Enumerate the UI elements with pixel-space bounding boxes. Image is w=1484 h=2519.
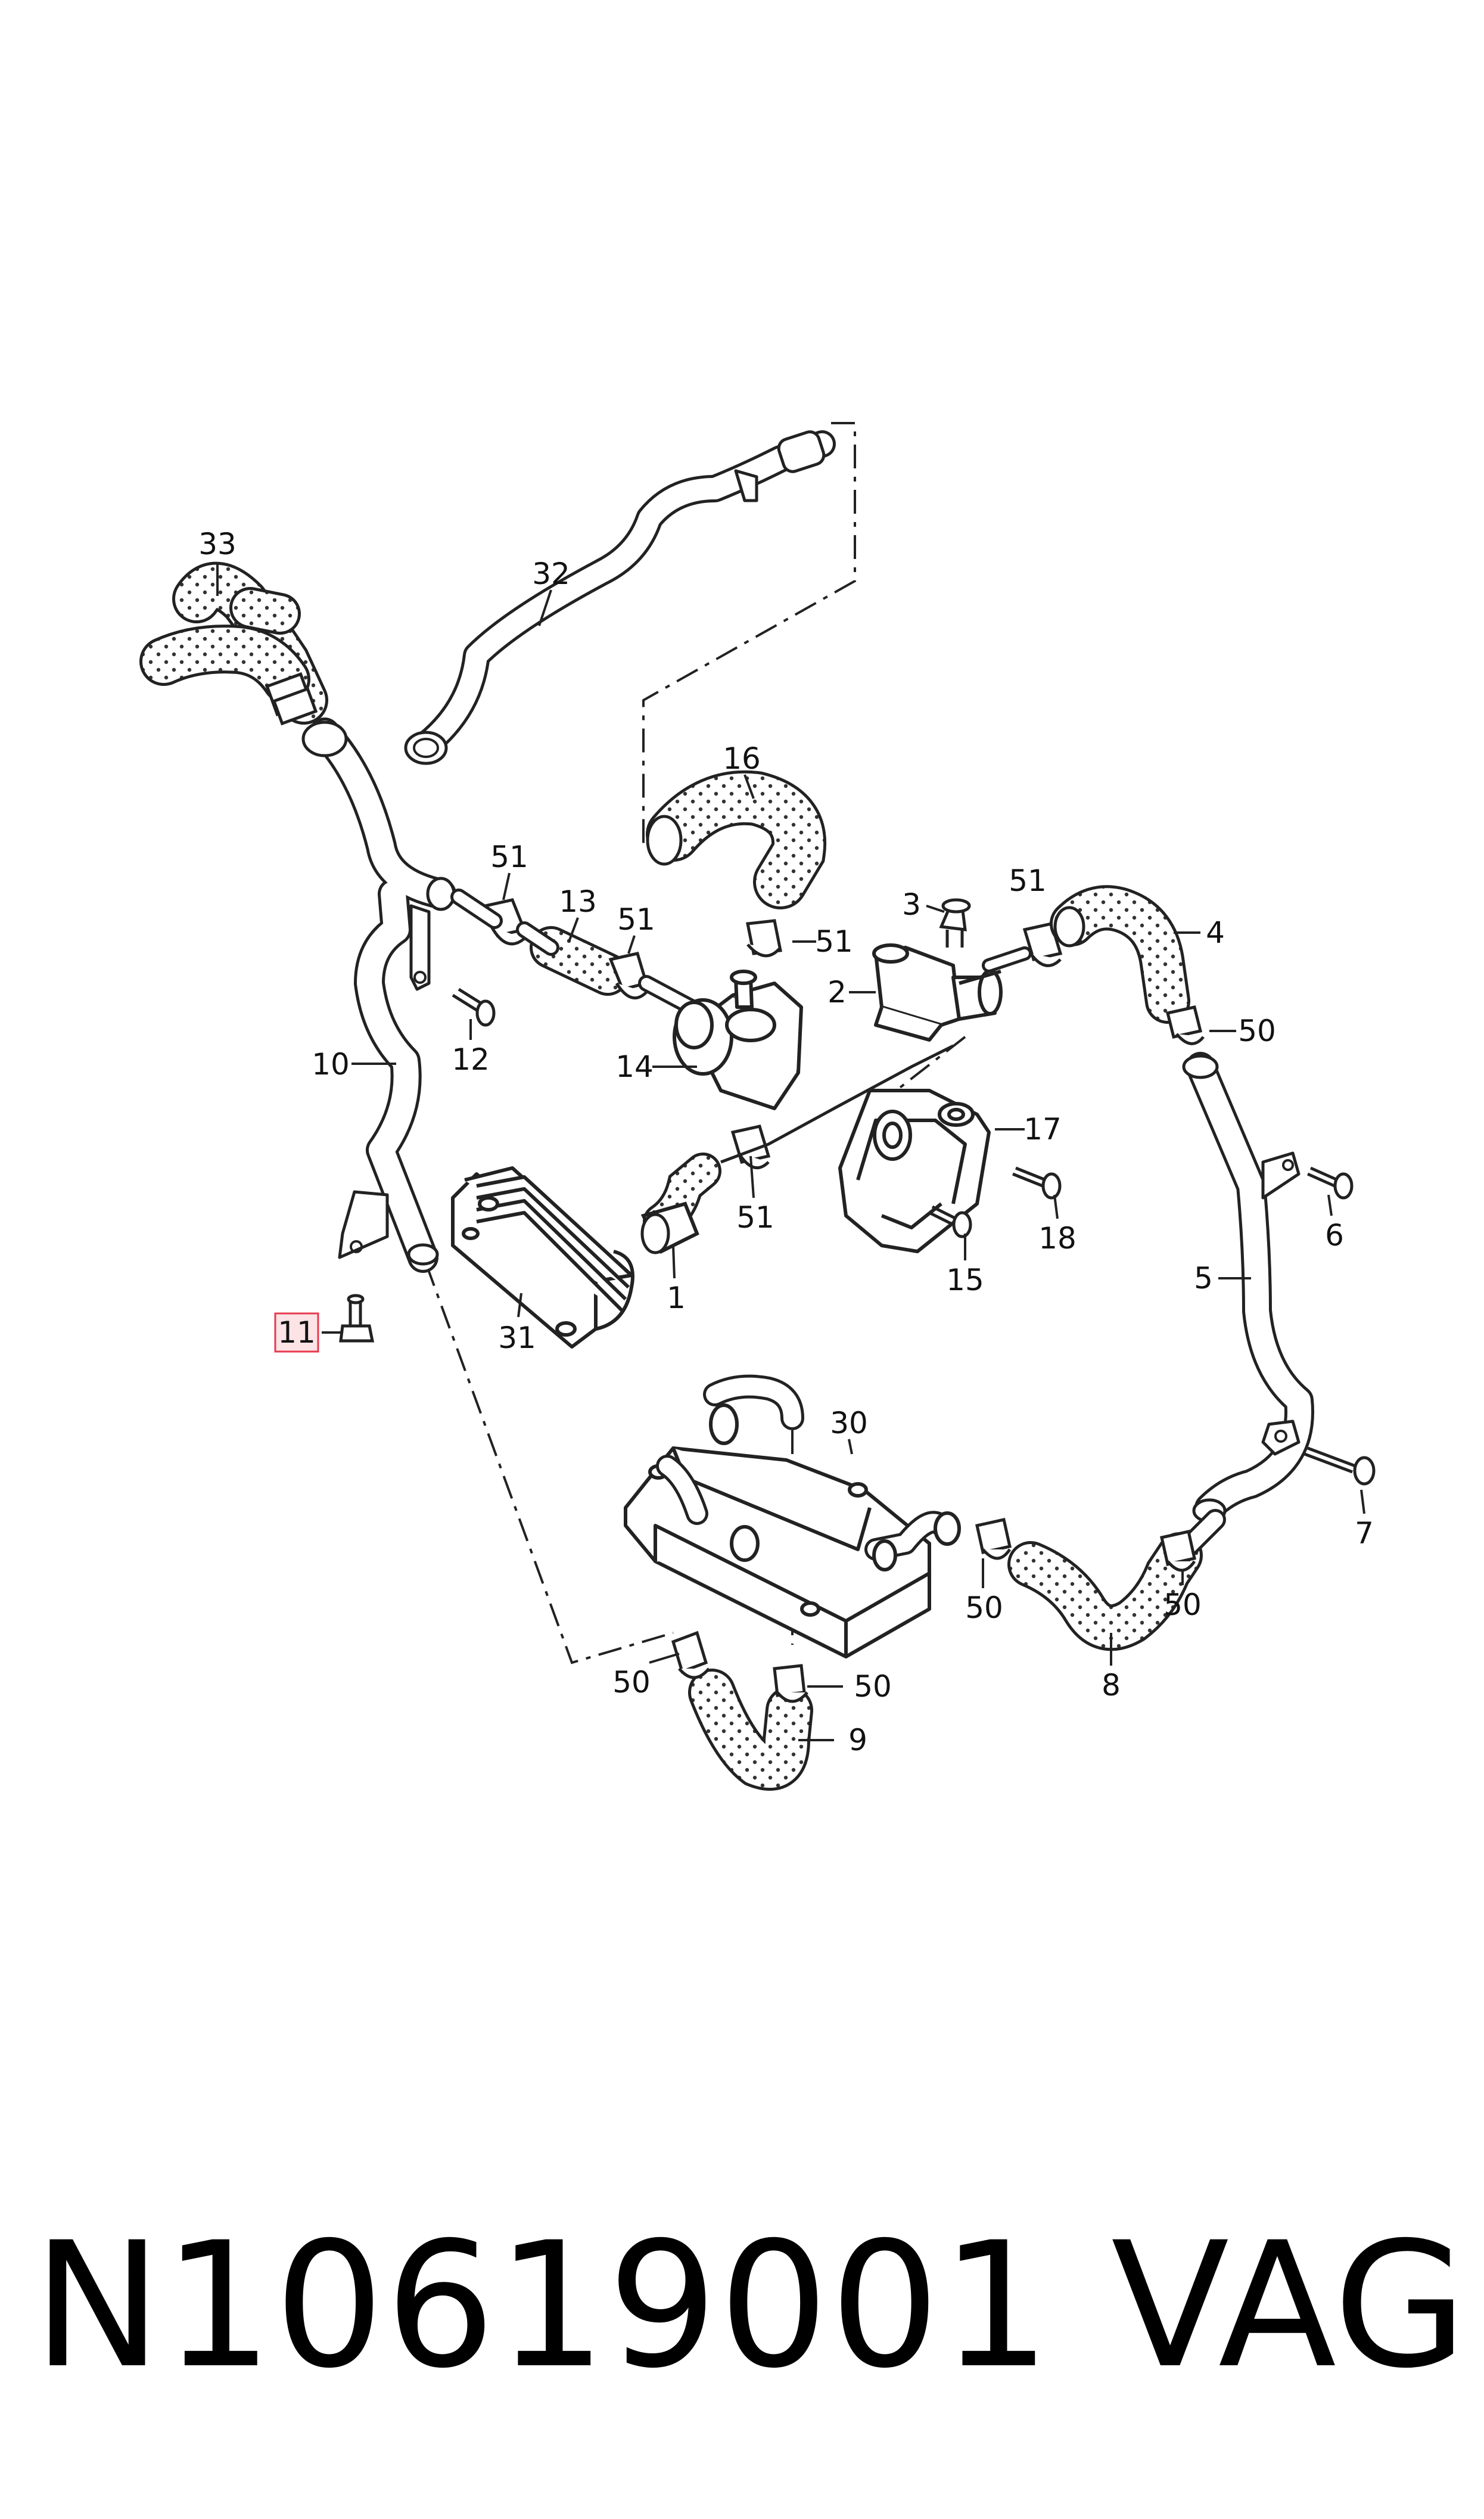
callout-16[interactable]: 16 [723,741,761,776]
bracket-17 [838,1089,991,1253]
callout-8[interactable]: 8 [1102,1668,1121,1703]
callout-3[interactable]: 3 [902,887,921,922]
callout-6[interactable]: 6 [1325,1218,1344,1253]
callout-33[interactable]: 33 [198,527,237,561]
callout-51-bottom[interactable]: 51 [736,1200,774,1235]
callout-10[interactable]: 10 [312,1047,350,1082]
callout-14[interactable]: 14 [615,1049,654,1084]
callout-32[interactable]: 32 [532,557,570,591]
hose-33 [139,561,328,726]
callout-1[interactable]: 1 [667,1281,686,1315]
leader-lines [216,563,1365,1741]
callouts: 33 32 16 51 13 51 3 51 51 4 2 12 10 14 5… [198,527,1374,1757]
cooler-31 [451,1166,634,1349]
callout-9[interactable]: 9 [848,1723,867,1757]
callout-7[interactable]: 7 [1355,1516,1374,1551]
bolts [339,898,1376,1486]
brand-name: VAG [1111,2206,1467,2406]
pump-14 [673,970,803,1110]
hose-13 [530,926,629,996]
callout-51-center[interactable]: 51 [815,924,853,959]
callout-4[interactable]: 4 [1206,915,1225,950]
hose-9 [688,1669,813,1791]
hose-1 [640,1044,954,1254]
hose-4 [1050,885,1190,1024]
callout-30[interactable]: 30 [830,1406,868,1440]
pipe-to-pump [450,889,699,1015]
callout-18[interactable]: 18 [1038,1221,1077,1256]
callout-31[interactable]: 31 [498,1321,536,1355]
valve-2 [872,943,1032,1042]
callout-2[interactable]: 2 [827,975,847,1010]
callout-51-top-right[interactable]: 51 [1009,864,1047,898]
footer-bar: N10619001 VAG [0,2217,1484,2396]
callout-50-bottom-left[interactable]: 50 [612,1665,651,1700]
callout-50-lower-middle[interactable]: 50 [965,1591,1003,1625]
callout-50-lower-right[interactable]: 50 [1163,1588,1202,1622]
callout-15[interactable]: 15 [946,1263,984,1297]
callout-51-mid-left[interactable]: 51 [617,902,655,937]
callout-50-bottom-center[interactable]: 50 [854,1669,892,1704]
pipe-5 [1182,1052,1314,1523]
callout-17[interactable]: 17 [1023,1112,1062,1147]
hose-16 [646,770,827,909]
callout-5[interactable]: 5 [1194,1261,1213,1296]
callout-50-upper-right[interactable]: 50 [1238,1014,1276,1048]
pipe-32 [404,430,836,765]
clamps-50 [671,1005,1205,1703]
cooler-30 [624,1374,961,1658]
part-number: N10619001 [33,2206,1052,2406]
callout-13[interactable]: 13 [559,884,597,919]
callout-11-highlight-box [274,1312,319,1353]
callout-11[interactable]: 11 [278,1315,316,1350]
callout-12[interactable]: 12 [452,1042,490,1077]
callout-51-top-left[interactable]: 51 [490,840,528,874]
pipe-10 [301,718,456,1273]
